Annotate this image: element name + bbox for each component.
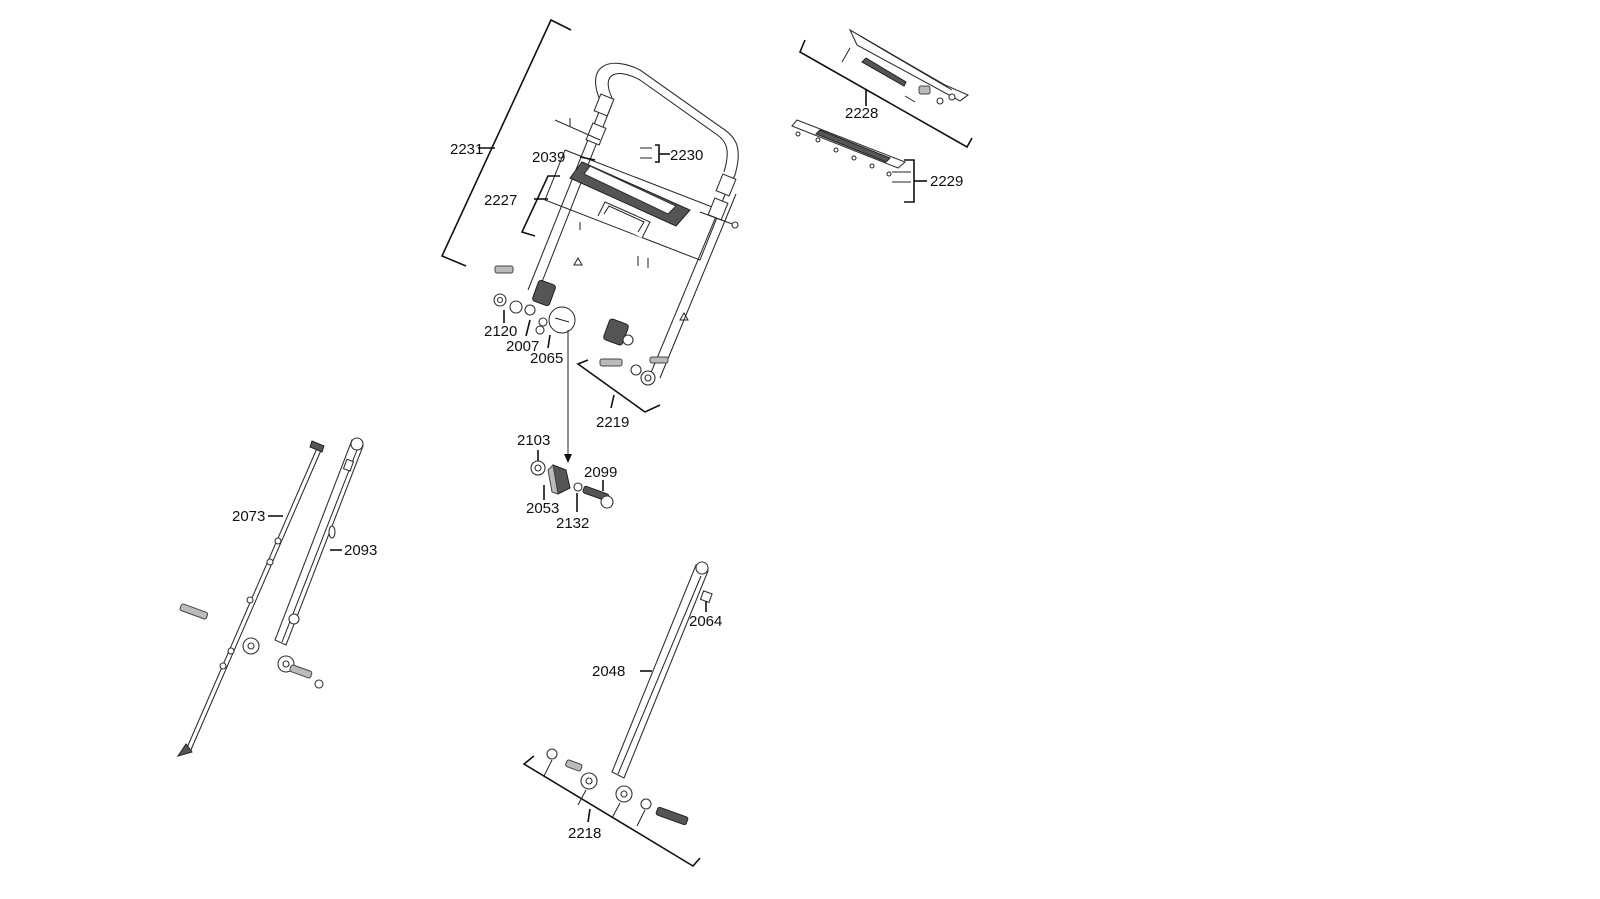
label-2231: 2231 — [450, 141, 483, 158]
assembly-right-linkage — [522, 561, 713, 868]
label-2039: 2039 — [532, 149, 565, 166]
washer-2132 — [573, 482, 583, 492]
pivot-hardware-group — [530, 450, 614, 512]
handle-bar-upper — [594, 62, 739, 191]
label-2218: 2218 — [568, 825, 601, 842]
label-2120: 2120 — [484, 323, 517, 340]
label-2132: 2132 — [556, 515, 589, 532]
grip-handle — [597, 201, 651, 239]
label-2064: 2064 — [689, 613, 722, 630]
bolt-2218 — [655, 806, 689, 826]
left-pivot-block — [532, 279, 556, 307]
assembly-2229-pad-plate — [791, 119, 927, 203]
label-2227: 2227 — [484, 192, 517, 209]
label-2073: 2073 — [232, 508, 265, 525]
label-2007: 2007 — [506, 338, 539, 355]
arm-2048 — [611, 564, 709, 779]
label-2048: 2048 — [592, 663, 625, 680]
bracket-2228 — [798, 39, 973, 149]
label-2228: 2228 — [845, 105, 878, 122]
bracket-2218 — [522, 755, 701, 868]
arrow-head — [564, 454, 572, 463]
callout-labels: 2231 2039 2230 2227 2120 2007 2065 2219 … — [232, 105, 963, 842]
label-2053: 2053 — [526, 500, 559, 517]
assembly-left-linkage — [176, 437, 364, 757]
assembly-2231-handle-frame — [440, 18, 739, 386]
assembly-2228-footplate — [798, 28, 973, 149]
label-2065: 2065 — [530, 350, 563, 367]
bracket-2219 — [576, 359, 661, 413]
label-2219: 2219 — [596, 414, 629, 431]
label-2093: 2093 — [344, 542, 377, 559]
label-2103: 2103 — [517, 432, 550, 449]
label-2229: 2229 — [930, 173, 963, 190]
label-2230: 2230 — [670, 147, 703, 164]
bracket-2231 — [440, 18, 572, 267]
label-2099: 2099 — [584, 464, 617, 481]
